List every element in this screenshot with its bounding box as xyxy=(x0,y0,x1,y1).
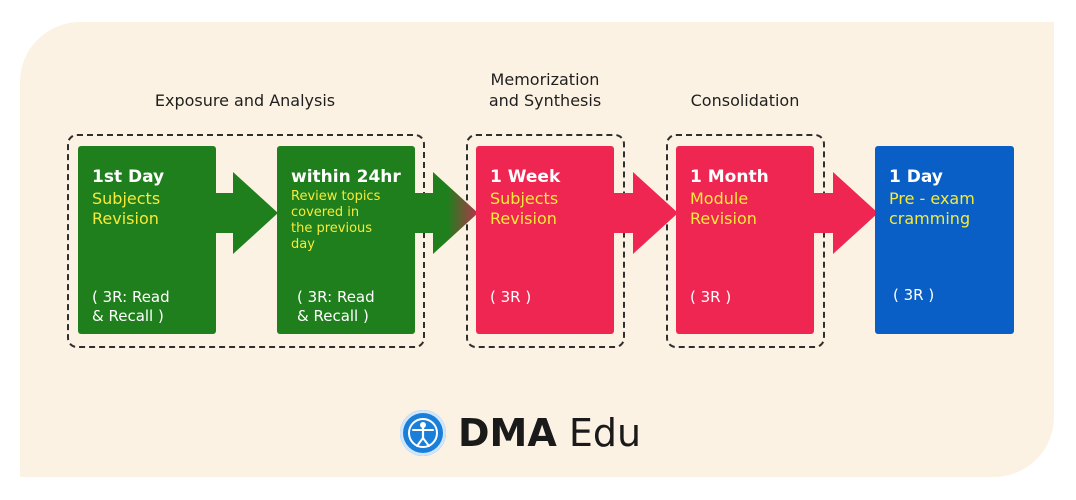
card-subtitle: Pre - exam cramming xyxy=(889,189,975,228)
card-subtitle: Subjects Revision xyxy=(92,189,161,228)
stage-heading-exposure: Exposure and Analysis xyxy=(154,91,336,110)
card-note: ( 3R: Read & Recall ) xyxy=(92,288,170,325)
brand-name-strong: DMA xyxy=(458,411,557,455)
card-within-24hr: within 24hr Review topics covered in the… xyxy=(277,146,415,334)
card-title: 1 Day xyxy=(889,167,943,187)
card-1-week: 1 Week Subjects Revision ( 3R ) xyxy=(476,146,614,334)
card-1-month: 1 Month Module Revision ( 3R ) xyxy=(676,146,814,334)
card-note: ( 3R ) xyxy=(690,288,732,306)
card-subtitle: Module Revision xyxy=(690,189,757,228)
card-subtitle: Review topics covered in the previous da… xyxy=(291,189,381,252)
card-title: 1 Month xyxy=(690,167,769,187)
brand-logo: DMA Edu xyxy=(400,404,641,462)
brand-name: DMA Edu xyxy=(458,411,641,455)
stage-heading-memorization: Memorization and Synthesis xyxy=(488,70,602,110)
brand-name-light: Edu xyxy=(556,411,642,455)
card-note: ( 3R: Read & Recall ) xyxy=(297,288,375,325)
stage-heading-consolidation: Consolidation xyxy=(690,91,800,110)
card-note: ( 3R ) xyxy=(490,288,532,306)
card-subtitle: Subjects Revision xyxy=(490,189,559,228)
card-1-day: 1 Day Pre - exam cramming ( 3R ) xyxy=(875,146,1014,334)
card-title: 1 Week xyxy=(490,167,561,187)
card-title: 1st Day xyxy=(92,167,165,187)
card-note: ( 3R ) xyxy=(893,286,935,304)
vitruvian-man-icon xyxy=(400,410,446,456)
card-1st-day: 1st Day Subjects Revision ( 3R: Read & R… xyxy=(78,146,216,334)
card-title: within 24hr xyxy=(291,167,401,187)
